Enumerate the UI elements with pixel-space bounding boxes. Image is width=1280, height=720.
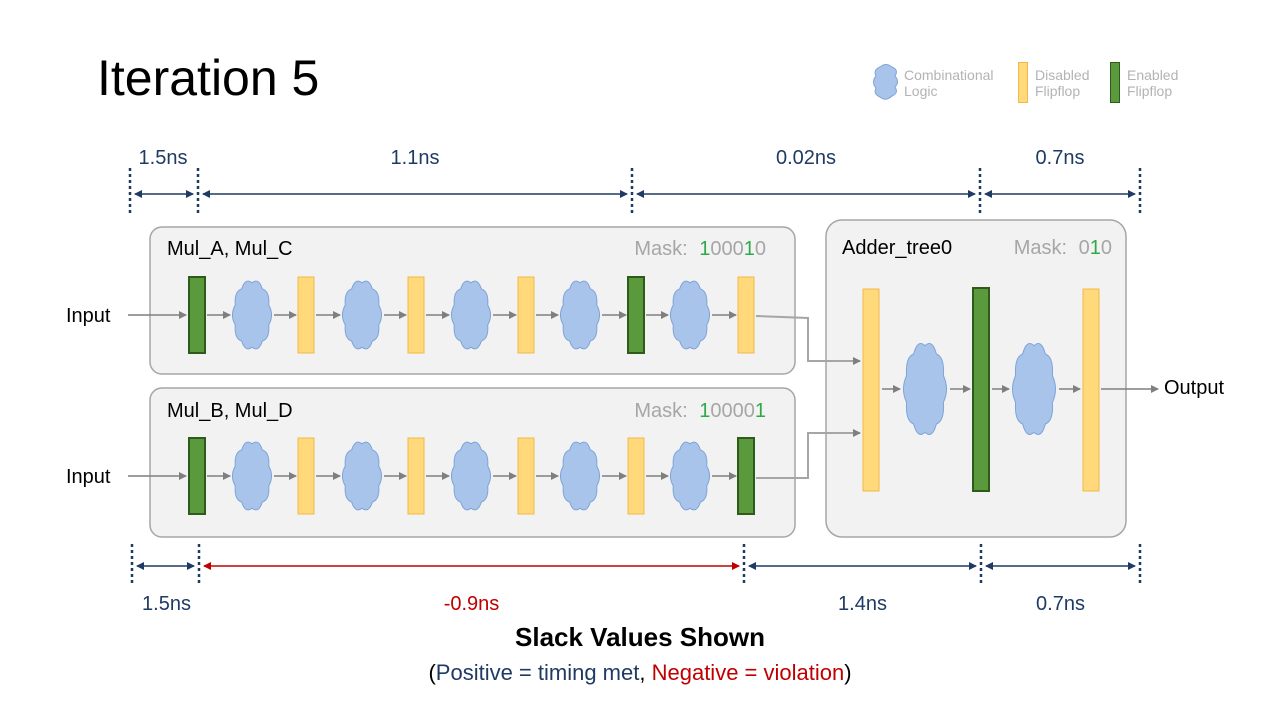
mask-bits: 010	[1079, 237, 1112, 259]
top-row-combinational-cloud-icon	[341, 280, 383, 350]
mask-adder-tree: Mask: 010	[1014, 237, 1112, 259]
footer-title: Slack Values Shown	[515, 622, 765, 652]
adder-flipflop-2	[972, 287, 990, 492]
top-row-combinational-cloud-icon	[450, 280, 492, 350]
slack-value-label: 0.7ns	[1036, 593, 1085, 615]
slack-value-label: 1.5ns	[139, 147, 188, 169]
bottom-row-flipflop-2	[297, 437, 315, 515]
bottom-row-flipflop-1	[188, 437, 206, 515]
paren-open: (	[428, 660, 436, 685]
input-label-top: Input	[66, 305, 111, 327]
top-row-combinational-cloud-icon	[231, 280, 273, 350]
bottom-row-combinational-cloud-icon	[669, 441, 711, 511]
bottom-row-combinational-cloud-icon	[559, 441, 601, 511]
bottom-row-flipflop-6	[737, 437, 755, 515]
negative-note: Negative = violation	[651, 660, 845, 685]
mask-label: Mask:	[634, 238, 687, 260]
top-row-flipflop-1	[188, 276, 206, 354]
slack-value-label: 0.7ns	[1036, 147, 1085, 169]
top-row-flipflop-4	[517, 276, 535, 354]
top-row-flipflop-6	[737, 276, 755, 354]
pipeline-elements	[128, 276, 1159, 515]
slack-value-label: 1.4ns	[838, 593, 887, 615]
bottom-row-flipflop-3	[407, 437, 425, 515]
mask-mul-a-c: Mask: 100010	[634, 238, 766, 260]
top-row-flipflop-2	[297, 276, 315, 354]
slide-title: Iteration 5	[97, 50, 320, 106]
mask-bits: 100010	[699, 238, 766, 260]
slack-value-label: 1.5ns	[142, 593, 191, 615]
slack-annotations: 1.5ns 1.1ns 0.02ns 0.7ns 1.5ns -0.9ns 1.4ns 0.7…	[128, 147, 1142, 615]
group-title-mul-a-c: Mul_A, Mul_C	[167, 238, 293, 260]
group-title-mul-b-d: Mul_B, Mul_D	[167, 400, 293, 422]
mask-bits: 100001	[699, 400, 766, 422]
adder-combinational-cloud-icon	[902, 343, 948, 435]
top-row-combinational-cloud-icon	[669, 280, 711, 350]
adder-combinational-cloud-icon	[1011, 343, 1057, 435]
group-title-adder-tree: Adder_tree0	[842, 237, 952, 259]
legend-enabled-label: Enabled Flipflop	[1127, 67, 1179, 99]
top-row-flipflop-5	[627, 276, 645, 354]
top-row-flipflop-3	[407, 276, 425, 354]
legend-cloud-icon	[873, 64, 898, 100]
paren-close: )	[844, 660, 852, 685]
mask-label: Mask:	[634, 400, 687, 422]
slack-value-label: 1.1ns	[391, 147, 440, 169]
slack-value-label: -0.9ns	[444, 593, 500, 615]
top-row-combinational-cloud-icon	[559, 280, 601, 350]
bottom-row-combinational-cloud-icon	[450, 441, 492, 511]
bottom-row-combinational-cloud-icon	[231, 441, 273, 511]
bottom-row-flipflop-4	[517, 437, 535, 515]
note-separator: ,	[639, 660, 652, 685]
legend-disabled-label: Disabled Flipflop	[1035, 67, 1090, 99]
output-label: Output	[1164, 377, 1224, 399]
slack-value-label: 0.02ns	[776, 147, 836, 169]
bottom-row-combinational-cloud-icon	[341, 441, 383, 511]
legend-disabled-flipflop-icon	[1018, 62, 1028, 103]
connector-bottom	[756, 429, 861, 479]
mask-label: Mask:	[1014, 237, 1067, 259]
adder-flipflop-1	[862, 288, 880, 492]
positive-note: Positive = timing met	[435, 660, 640, 685]
mask-mul-b-d: Mask: 100001	[634, 400, 766, 422]
bottom-row-flipflop-5	[627, 437, 645, 515]
legend-enabled-flipflop-icon	[1110, 62, 1120, 103]
footer-note: (Positive = timing met, Negative = viola…	[0, 660, 1280, 686]
adder-flipflop-3	[1082, 288, 1100, 492]
legend-combinational-label: Combinational Logic	[904, 67, 994, 99]
connector-top	[755, 315, 861, 365]
input-label-bottom: Input	[66, 466, 111, 488]
